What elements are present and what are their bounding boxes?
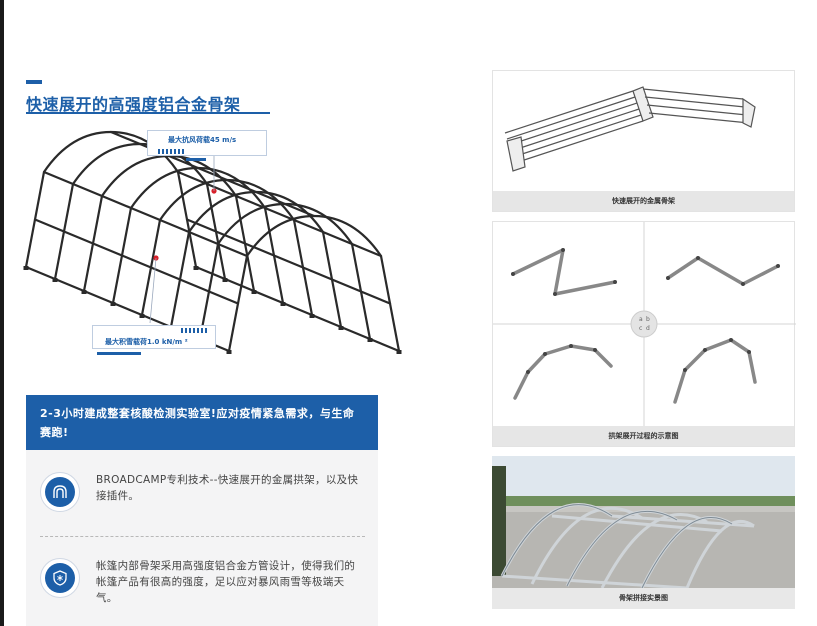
wind-dots [158, 149, 266, 154]
caption-assembly-photo: 骨架拼接实景图 [492, 588, 795, 609]
feature-item: 帐篷内部骨架采用高强度铝合金方管设计，使得我们的帐篷产品有很高的强度，足以应对暴… [40, 558, 365, 606]
heading-underline [26, 112, 270, 114]
snow-marker [153, 255, 159, 261]
snow-load-callout: 最大积雪载荷1.0 kN/m ² [92, 325, 216, 349]
section-heading: 快速展开的高强度铝合金骨架 [26, 95, 241, 114]
feature-text: 帐篷内部骨架采用高强度铝合金方管设计，使得我们的帐篷产品有很高的强度，足以应对暴… [96, 560, 356, 604]
left-border [0, 0, 4, 626]
heading-accent-bar [26, 80, 42, 84]
highlight-banner: 2-3小时建成整套核酸检测实验室!应对疫情紧急需求，与生命赛跑! [26, 395, 378, 450]
feature-item: BROADCAMP专利技术--快速展开的金属拱架，以及快接插件。 [40, 472, 365, 512]
assembly-photo [492, 456, 795, 588]
snow-dots [181, 328, 215, 333]
svg-text:d: d [646, 325, 650, 332]
folded-frame-drawing [504, 86, 756, 172]
snow-load-text: 最大积雪载荷1.0 kN/m ² [105, 338, 188, 346]
snow-callout-bar [97, 352, 141, 355]
features-panel: BROADCAMP专利技术--快速展开的金属拱架，以及快接插件。 帐篷内部骨架采… [26, 450, 378, 626]
feature-divider [40, 536, 365, 537]
tent-frame-illustration [23, 130, 402, 354]
svg-text:a: a [639, 316, 643, 323]
wind-load-callout: 最大抗风荷载45 m/s [147, 130, 267, 156]
folded-frame-card: 快速展开的金属骨架 [492, 70, 795, 212]
wind-callout-bar [186, 158, 206, 161]
svg-text:c: c [639, 325, 642, 332]
caption-unfold-process: 拱架展开过程的示意图 [493, 426, 794, 446]
shield-snowflake-icon [40, 558, 80, 598]
svg-text:b: b [646, 316, 650, 323]
feature-text: BROADCAMP专利技术--快速展开的金属拱架，以及快接插件。 [96, 474, 359, 502]
snow-leader-line [149, 257, 157, 324]
tent-frame-icon [40, 472, 80, 512]
banner-text: 2-3小时建成整套核酸检测实验室!应对疫情紧急需求，与生命赛跑! [40, 407, 355, 439]
caption-folded-frame: 快速展开的金属骨架 [493, 191, 794, 211]
wind-load-text: 最大抗风荷载45 m/s [168, 136, 237, 144]
